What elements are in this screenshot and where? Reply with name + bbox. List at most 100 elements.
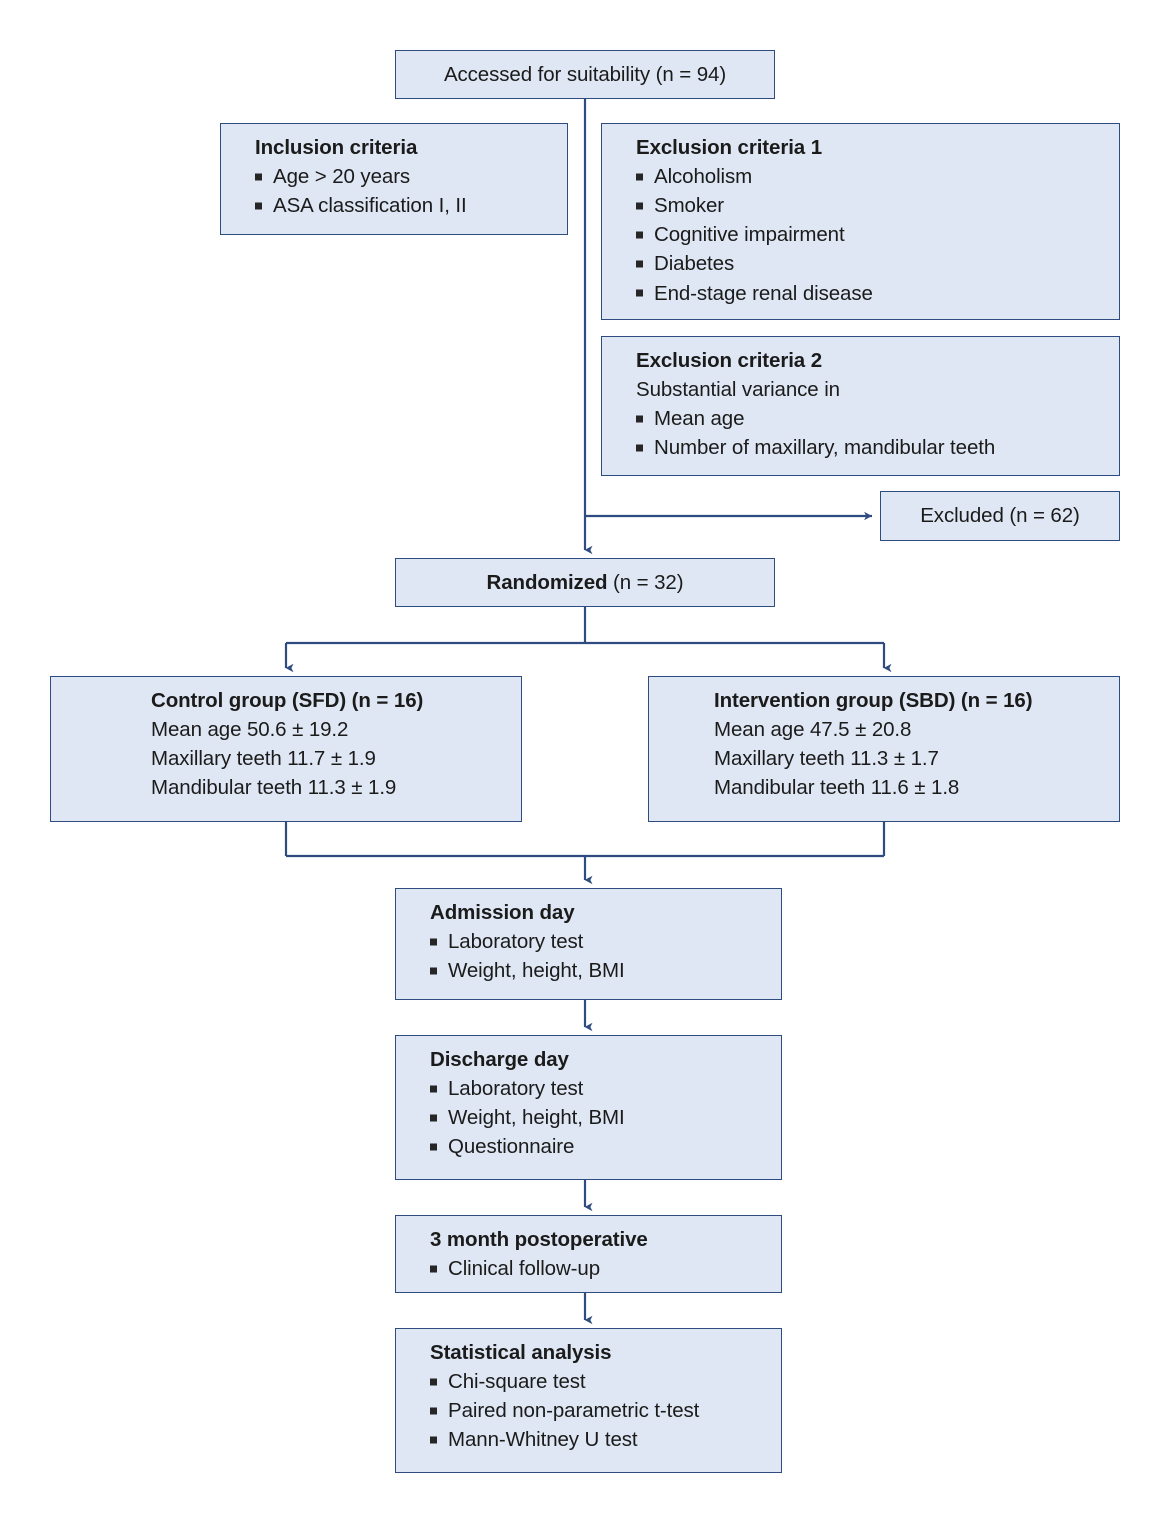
node-label: Excluded (n = 62) xyxy=(920,504,1080,527)
node-label-bold: Randomized xyxy=(486,570,608,594)
bullet-square-icon xyxy=(636,444,643,452)
control-mandibular-teeth: Mandibular teeth 11.3 ± 1.9 xyxy=(151,776,397,800)
node-body: Excluded (n = 62) xyxy=(881,492,1119,540)
list-item-label: Weight, height, BMI xyxy=(448,1106,625,1130)
bullet-square-icon xyxy=(255,173,262,181)
node-subtitle: Substantial variance in xyxy=(636,378,840,402)
list-item-label: Chi-square test xyxy=(448,1370,586,1394)
list-item-label: Laboratory test xyxy=(448,930,584,954)
list-item: Weight, height, BMI xyxy=(430,1103,767,1132)
node-statistical-analysis[interactable]: Statistical analysis Chi-square test Pai… xyxy=(395,1328,782,1473)
list-item: Cognitive impairment xyxy=(636,220,1105,249)
node-body: Admission day Laboratory test Weight, he… xyxy=(396,889,781,995)
node-admission-day[interactable]: Admission day Laboratory test Weight, he… xyxy=(395,888,782,1000)
list-item: Questionnaire xyxy=(430,1132,767,1161)
list-item: Smoker xyxy=(636,191,1105,220)
list-item-label: Mann-Whitney U test xyxy=(448,1428,638,1452)
bullet-square-icon xyxy=(430,938,437,946)
node-accessed-for-suitability[interactable]: Accessed for suitability (n = 94) xyxy=(395,50,775,99)
list-item-label: End-stage renal disease xyxy=(654,281,873,305)
bullet-square-icon xyxy=(430,967,437,975)
node-label: Accessed for suitability (n = 94) xyxy=(443,62,727,86)
node-excluded[interactable]: Excluded (n = 62) xyxy=(880,491,1120,541)
intervention-maxillary-teeth: Maxillary teeth 11.3 ± 1.7 xyxy=(714,747,939,771)
list-item: Mean age xyxy=(636,404,1105,433)
discharge-day-list: Laboratory test Weight, height, BMI Ques… xyxy=(430,1074,767,1161)
node-body: Discharge day Laboratory test Weight, he… xyxy=(396,1036,781,1171)
list-item: Clinical follow-up xyxy=(430,1254,767,1283)
node-title: Statistical analysis xyxy=(430,1341,612,1364)
node-title: 3 month postoperative xyxy=(430,1228,648,1251)
node-control-group[interactable]: Control group (SFD) (n = 16) Mean age 50… xyxy=(50,676,522,822)
list-item-label: Alcoholism xyxy=(654,165,753,189)
intervention-mean-age: Mean age 47.5 ± 20.8 xyxy=(714,718,912,742)
list-item-label: ASA classification I, II xyxy=(273,194,467,218)
bullet-square-icon xyxy=(430,1378,437,1386)
admission-day-list: Laboratory test Weight, height, BMI xyxy=(430,927,767,985)
node-body: Accessed for suitability (n = 94) xyxy=(396,51,774,98)
bullet-square-icon xyxy=(636,231,643,239)
bullet-square-icon xyxy=(636,415,643,423)
node-intervention-group[interactable]: Intervention group (SBD) (n = 16) Mean a… xyxy=(648,676,1120,822)
node-randomized[interactable]: Randomized (n = 32) xyxy=(395,558,775,607)
bullet-square-icon xyxy=(430,1407,437,1415)
bullet-square-icon xyxy=(430,1114,437,1122)
list-item-label: Paired non-parametric t-test xyxy=(448,1399,700,1423)
node-exclusion-criteria-1[interactable]: Exclusion criteria 1 Alcoholism Smoker C… xyxy=(601,123,1120,320)
list-item: Paired non-parametric t-test xyxy=(430,1396,767,1425)
bullet-square-icon xyxy=(636,202,643,210)
list-item-label: Smoker xyxy=(654,194,725,218)
list-item: Alcoholism xyxy=(636,162,1105,191)
bullet-square-icon xyxy=(636,173,643,181)
statistical-analysis-list: Chi-square test Paired non-parametric t-… xyxy=(430,1367,767,1454)
list-item-label: Weight, height, BMI xyxy=(448,959,625,983)
bullet-square-icon xyxy=(430,1265,437,1273)
node-body: Exclusion criteria 1 Alcoholism Smoker C… xyxy=(602,124,1119,318)
list-item: Age > 20 years xyxy=(255,162,553,191)
node-body: Control group (SFD) (n = 16) Mean age 50… xyxy=(51,677,521,812)
node-inclusion-criteria[interactable]: Inclusion criteria Age > 20 years ASA cl… xyxy=(220,123,568,235)
node-title: Intervention group (SBD) (n = 16) xyxy=(714,689,1033,712)
node-title: Exclusion criteria 2 xyxy=(636,349,823,372)
list-item-label: Mean age xyxy=(654,407,745,431)
list-item: ASA classification I, II xyxy=(255,191,553,220)
node-body: Randomized (n = 32) xyxy=(396,559,774,606)
list-item: Number of maxillary, mandibular teeth xyxy=(636,433,1105,462)
list-item: Mann-Whitney U test xyxy=(430,1425,767,1454)
bullet-square-icon xyxy=(255,202,262,210)
control-mean-age: Mean age 50.6 ± 19.2 xyxy=(151,718,349,742)
list-item-label: Number of maxillary, mandibular teeth xyxy=(654,436,996,460)
list-item-label: Cognitive impairment xyxy=(654,223,845,247)
node-3-month-postoperative[interactable]: 3 month postoperative Clinical follow-up xyxy=(395,1215,782,1293)
node-exclusion-criteria-2[interactable]: Exclusion criteria 2 Substantial varianc… xyxy=(601,336,1120,476)
postoperative-list: Clinical follow-up xyxy=(430,1254,767,1283)
inclusion-criteria-list: Age > 20 years ASA classification I, II xyxy=(255,162,553,220)
node-title: Control group (SFD) (n = 16) xyxy=(151,689,424,712)
node-body: Statistical analysis Chi-square test Pai… xyxy=(396,1329,781,1464)
intervention-mandibular-teeth: Mandibular teeth 11.6 ± 1.8 xyxy=(714,776,960,800)
list-item: Diabetes xyxy=(636,249,1105,278)
list-item: Weight, height, BMI xyxy=(430,956,767,985)
node-discharge-day[interactable]: Discharge day Laboratory test Weight, he… xyxy=(395,1035,782,1180)
list-item: Laboratory test xyxy=(430,1074,767,1103)
node-label: Randomized (n = 32) xyxy=(487,571,684,595)
node-body: Exclusion criteria 2 Substantial varianc… xyxy=(602,337,1119,472)
list-item: End-stage renal disease xyxy=(636,279,1105,308)
list-item-label: Questionnaire xyxy=(448,1135,575,1159)
node-title: Admission day xyxy=(430,901,575,924)
list-item-label: Diabetes xyxy=(654,252,735,276)
node-title: Discharge day xyxy=(430,1048,569,1071)
list-item: Chi-square test xyxy=(430,1367,767,1396)
node-body: Inclusion criteria Age > 20 years ASA cl… xyxy=(221,124,567,230)
bullet-square-icon xyxy=(430,1085,437,1093)
bullet-square-icon xyxy=(636,289,643,297)
list-item-label: Laboratory test xyxy=(448,1077,584,1101)
bullet-square-icon xyxy=(636,260,643,268)
node-title: Exclusion criteria 1 xyxy=(636,136,823,159)
list-item-label: Age > 20 years xyxy=(273,165,411,189)
bullet-square-icon xyxy=(430,1143,437,1151)
list-item-label: Clinical follow-up xyxy=(448,1257,601,1281)
control-maxillary-teeth: Maxillary teeth 11.7 ± 1.9 xyxy=(151,747,376,771)
bullet-square-icon xyxy=(430,1436,437,1444)
node-label-count: (n = 32) xyxy=(607,570,684,594)
